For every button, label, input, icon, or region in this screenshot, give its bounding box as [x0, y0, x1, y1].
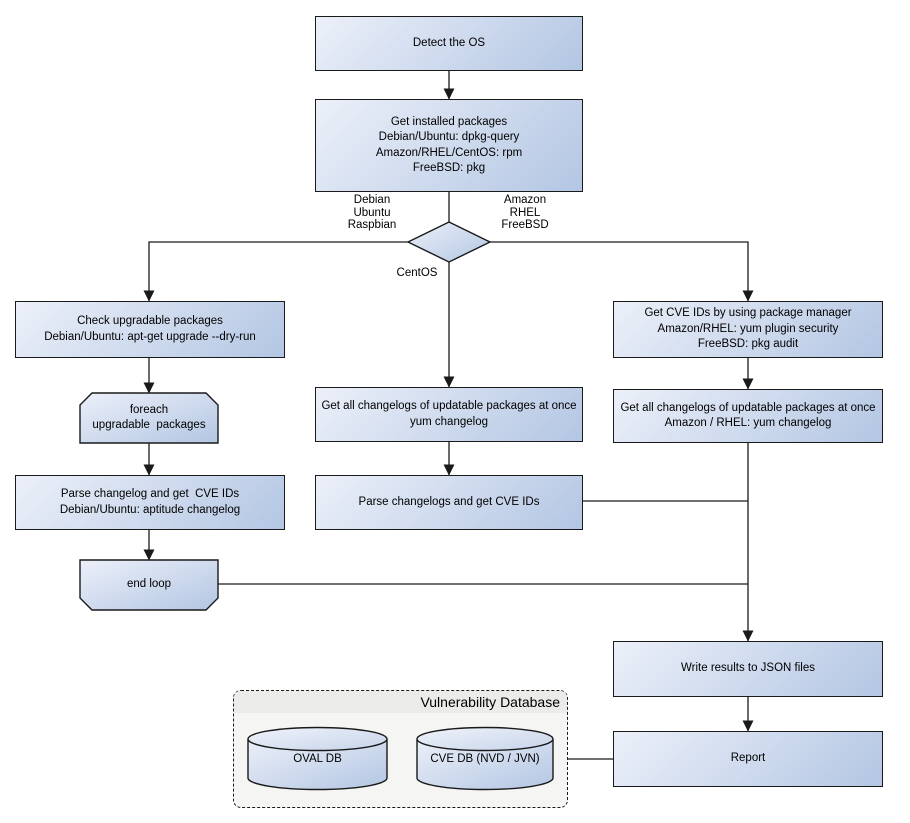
cve-db-label-box: CVE DB (NVD / JVN): [417, 732, 553, 787]
foreach-loop-label-box: foreach upgradable packages: [80, 393, 218, 443]
node-label: Write results to JSON files: [681, 662, 815, 675]
vulnerability-database-header: Vulnerability Database: [234, 691, 567, 713]
node-get-changelogs-amazon-rhel: Get all changelogs of updatable packages…: [613, 389, 883, 443]
cve-db-cylinder-top: [417, 728, 553, 751]
node-detect-os: Detect the OS: [315, 16, 583, 71]
branch-label-debian: Debian Ubuntu Raspbian: [347, 194, 397, 231]
foreach-loop-shape: [80, 393, 218, 443]
node-get-cve-ids-package-manager: Get CVE IDs by using package manager Ama…: [613, 301, 883, 358]
node-label: Report: [730, 752, 766, 765]
node-parse-changelog-debian: Parse changelog and get CVE IDs Debian/U…: [15, 475, 285, 530]
database-label: OVAL DB: [293, 752, 342, 765]
node-report: Report: [613, 731, 883, 787]
decision-diamond: [408, 222, 490, 262]
node-label: foreach upgradable packages: [92, 403, 206, 432]
node-label: Parse changelog and get CVE IDs Debian/U…: [59, 488, 241, 516]
edge-decision-to-check-upgradable: [143, 242, 408, 302]
oval-db-cylinder-body: [248, 739, 387, 790]
node-label: Get installed packages Debian/Ubuntu: dp…: [375, 115, 523, 175]
end-loop-label-box: end loop: [80, 560, 218, 610]
branch-label-amazon: Amazon RHEL FreeBSD: [501, 194, 549, 231]
oval-db-label-box: OVAL DB: [248, 732, 387, 787]
node-label: Get all changelogs of updatable packages…: [620, 401, 876, 430]
node-label: Detect the OS: [412, 36, 486, 49]
node-check-upgradable-packages: Check upgradable packages Debian/Ubuntu:…: [15, 301, 285, 358]
cve-db-cylinder-body: [417, 739, 553, 790]
database-label: CVE DB (NVD / JVN): [430, 752, 540, 765]
node-parse-changelogs-centos: Parse changelogs and get CVE IDs: [315, 475, 583, 530]
node-label: end loop: [126, 578, 172, 591]
node-label: Get all changelogs of updatable packages…: [321, 400, 577, 428]
node-get-installed-packages: Get installed packages Debian/Ubuntu: dp…: [315, 99, 583, 192]
node-label: Parse changelogs and get CVE IDs: [358, 495, 540, 508]
edge-decision-to-cve-pkg-manager: [490, 242, 754, 302]
oval-db-cylinder-top: [248, 728, 387, 751]
node-label: Get CVE IDs by using package manager Ama…: [644, 307, 852, 351]
node-label: Check upgradable packages Debian/Ubuntu:…: [44, 315, 256, 343]
branch-label-centos: CentOS: [396, 267, 438, 279]
end-loop-shape: [80, 560, 218, 610]
vulnerability-database-title: Vulnerability Database: [420, 694, 560, 710]
node-write-results-json: Write results to JSON files: [613, 641, 883, 697]
node-get-changelogs-centos: Get all changelogs of updatable packages…: [315, 387, 583, 442]
